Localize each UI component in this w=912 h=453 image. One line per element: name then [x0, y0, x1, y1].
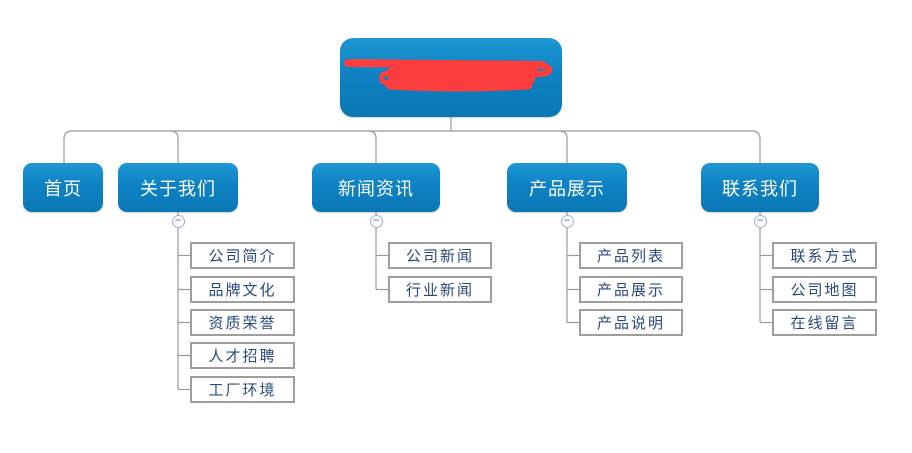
leaf-label: 品牌文化	[208, 283, 277, 299]
collapse-button-news[interactable]: −	[369, 214, 383, 228]
leaf-label: 产品列表	[596, 249, 665, 265]
node-products[interactable]: 产品展示	[507, 163, 627, 212]
leaf-node[interactable]: 行业新闻	[388, 276, 492, 303]
leaf-label: 产品说明	[596, 316, 665, 332]
leaf-label: 公司新闻	[405, 249, 474, 265]
leaf-node[interactable]: 资质荣誉	[190, 309, 295, 336]
leaf-node[interactable]: 公司新闻	[388, 242, 492, 269]
collapse-button-products[interactable]: −	[560, 214, 574, 228]
collapse-button-contact[interactable]: −	[753, 214, 767, 228]
leaf-node[interactable]: 产品列表	[579, 242, 683, 269]
leaf-label: 人才招聘	[208, 349, 277, 365]
node-news[interactable]: 新闻资讯	[312, 163, 440, 212]
leaf-node[interactable]: 人才招聘	[190, 342, 295, 369]
node-contact[interactable]: 联系我们	[701, 163, 819, 212]
node-news-label: 新闻资讯	[338, 178, 414, 199]
node-home[interactable]: 首页	[23, 163, 103, 212]
node-about-label: 关于我们	[140, 178, 216, 199]
leaf-node[interactable]: 在线留言	[772, 309, 877, 336]
collapse-button-about[interactable]: −	[171, 214, 185, 228]
leaf-node[interactable]: 联系方式	[772, 242, 877, 269]
node-products-label: 产品展示	[529, 178, 605, 199]
leaf-label: 公司地图	[790, 283, 859, 299]
node-contact-label: 联系我们	[722, 178, 798, 199]
node-about[interactable]: 关于我们	[118, 163, 238, 212]
minus-icon: −	[756, 215, 764, 226]
leaf-label: 联系方式	[790, 249, 859, 265]
minus-icon: −	[174, 215, 182, 226]
redaction-scribble	[344, 59, 553, 92]
minus-icon: −	[372, 215, 380, 226]
leaf-label: 公司简介	[208, 249, 277, 265]
leaf-node[interactable]: 产品展示	[579, 276, 683, 303]
leaf-node[interactable]: 公司简介	[190, 242, 295, 269]
leaf-label: 工厂环境	[208, 383, 277, 399]
leaf-label: 在线留言	[790, 316, 859, 332]
leaf-label: 产品展示	[596, 283, 665, 299]
leaf-node[interactable]: 工厂环境	[190, 376, 295, 403]
leaf-node[interactable]: 公司地图	[772, 276, 877, 303]
minus-icon: −	[563, 215, 571, 226]
root-node[interactable]	[340, 38, 562, 117]
leaf-node[interactable]: 产品说明	[579, 309, 683, 336]
node-home-label: 首页	[44, 178, 82, 199]
leaf-node[interactable]: 品牌文化	[190, 276, 295, 303]
leaf-label: 行业新闻	[405, 283, 474, 299]
leaf-label: 资质荣誉	[208, 316, 277, 332]
